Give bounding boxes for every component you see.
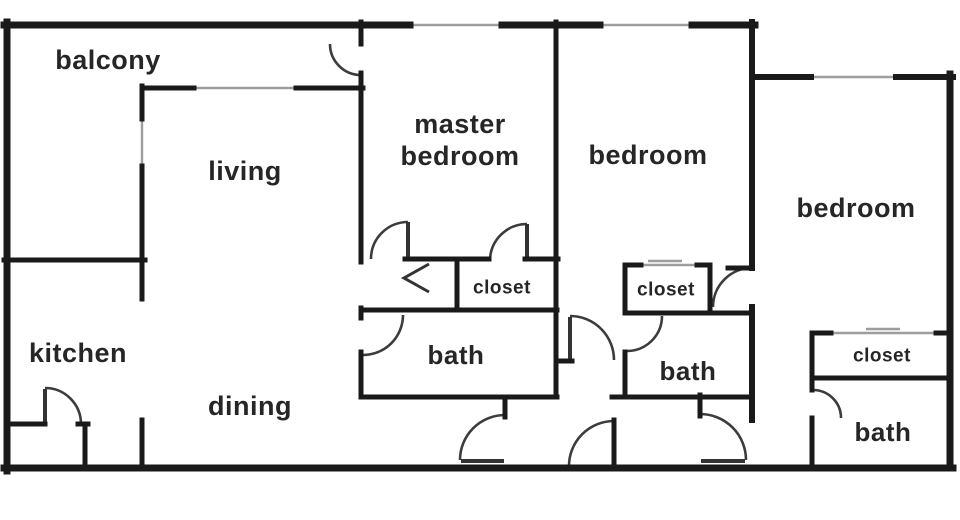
room-label-bath-master: bath xyxy=(428,340,485,370)
room-label-dining: dining xyxy=(208,391,292,421)
master-bath-door-arc xyxy=(362,314,405,357)
room-label-closet-right: closet xyxy=(853,346,911,367)
hall-door-dining-arc xyxy=(458,413,506,461)
master-closet-door-arc xyxy=(488,222,528,262)
master-bedroom-door-arc xyxy=(369,220,409,260)
right-bath-door-arc xyxy=(812,388,843,419)
room-label-closet-middle: closet xyxy=(637,280,695,301)
kitchen-door-arc xyxy=(44,386,83,425)
room-label-bath-right: bath xyxy=(855,417,912,447)
room-label-bedroom-middle: bedroom xyxy=(588,140,707,170)
room-label-master-bedroom: master xyxy=(414,109,506,139)
hall-door-center-arc xyxy=(567,419,615,467)
bifold-door-symbol xyxy=(400,262,430,294)
room-label-balcony: balcony xyxy=(55,45,161,75)
hall-door-right-arc xyxy=(699,412,748,461)
room-label-kitchen: kitchen xyxy=(29,338,127,368)
room-label-bath-middle: bath xyxy=(660,356,717,386)
room-label-master-bedroom: bedroom xyxy=(400,141,519,171)
room-label-bedroom-right: bedroom xyxy=(796,193,915,223)
room-label-closet-master: closet xyxy=(473,278,531,299)
room-label-living: living xyxy=(208,156,282,186)
balcony-door-arc xyxy=(328,43,362,77)
middle-bedroom-door-arc xyxy=(569,314,616,361)
middle-bath-door-arc xyxy=(626,315,664,353)
